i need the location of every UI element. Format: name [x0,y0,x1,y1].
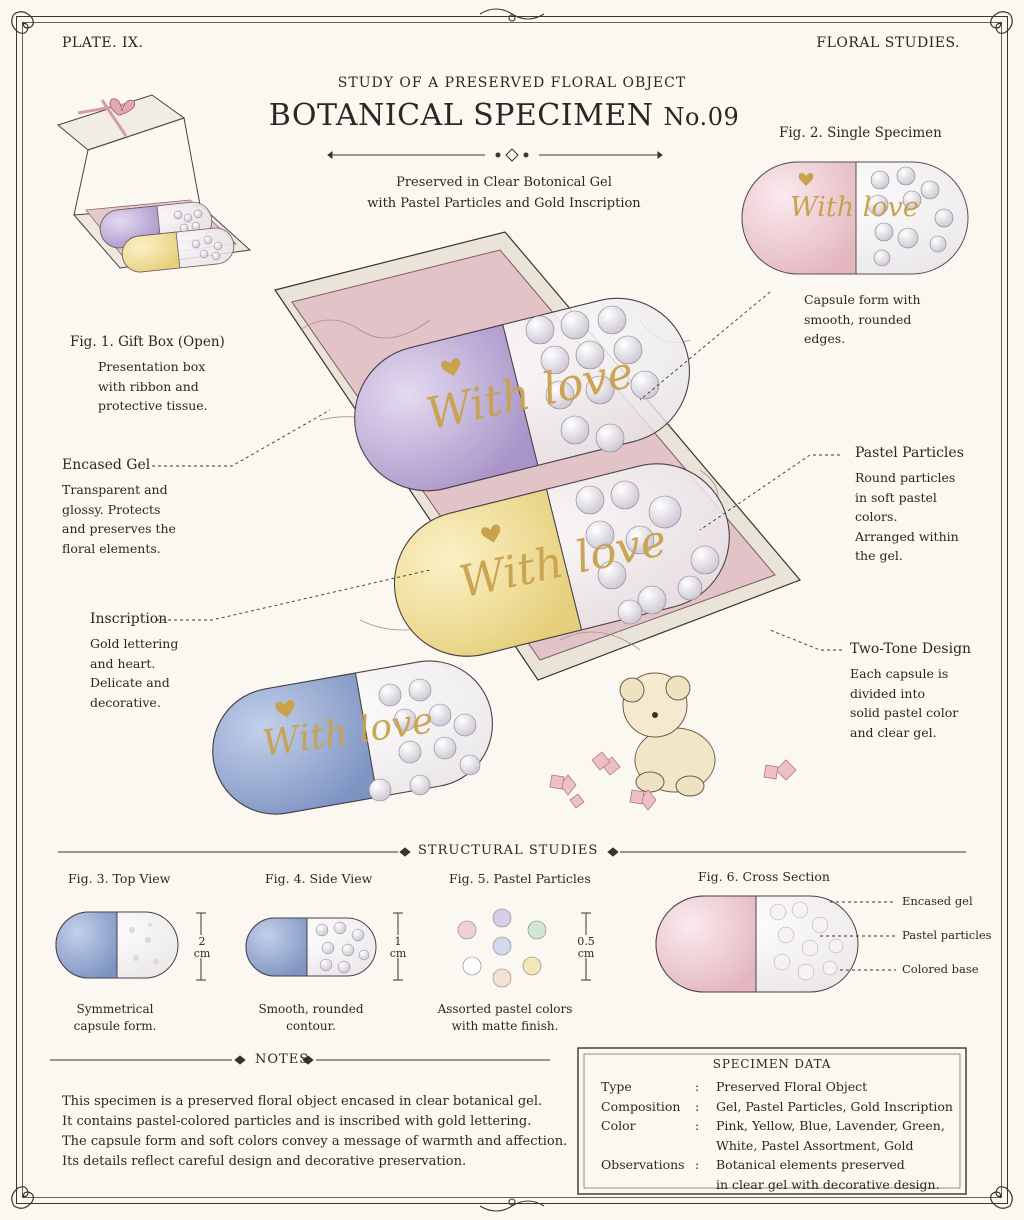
fig6-leaders [820,901,896,971]
notes-body: This specimen is a preserved floral obje… [62,1092,567,1172]
specimen-data-keys: Type Composition Color Observations [601,1079,685,1172]
fig1-title: Fig. 1. Gift Box (Open) [70,334,225,350]
structural-heading: STRUCTURAL STUDIES [418,843,599,858]
fig5-title: Fig. 5. Pastel Particles [449,871,591,886]
subtitle-line: Preserved in Clear Botonical Gel [396,175,612,190]
inscription-pink: With love [790,192,919,223]
notes-line: It contains pastel-colored particles and… [62,1114,532,1129]
fig4-title: Fig. 4. Side View [265,871,373,886]
fig4-dimension [393,912,403,981]
callout-pastel-particles-title: Pastel Particles [855,445,964,461]
fig6-label-base: Colored base [902,962,979,976]
fig6-label-particles: Pastel particles [902,928,992,942]
plate-label: PLATE. IX. [62,35,144,51]
single-specimen-illustration [741,161,969,275]
fig6-cross-section [655,895,859,993]
subtitle-line: with Pastel Particles and Gold Inscripti… [367,196,641,211]
callout-encased-gel-title: Encased Gel [62,457,151,473]
fig6-label-gel: Encased gel [902,894,973,908]
notes-line: Its details reflect careful design and d… [62,1154,467,1169]
corner-ornament-top-right [990,11,1013,34]
flower-petals [549,751,797,811]
corner-ornament-bottom-right [990,1186,1013,1209]
title-text: BOTANICAL SPECIMEN [268,98,654,133]
notes-divider [50,1055,550,1065]
corner-ornament-top-left [11,11,34,34]
notes-line: The capsule form and soft colors convey … [62,1134,568,1149]
callout-two-tone-title: Two-Tone Design [850,641,972,657]
bottom-center-ornament [479,1198,545,1212]
top-center-ornament [479,8,545,22]
fig4-side-view [245,917,377,977]
puppy-figurine [619,672,716,797]
corner-ornament-bottom-left [11,1186,34,1209]
structural-divider [58,847,966,857]
specimen-data-frame [577,1047,967,1195]
header-kicker: STUDY OF A PRESERVED FLORAL OBJECT [337,75,687,91]
outer-frame [16,16,1008,1204]
lavender-particles [525,305,660,453]
leader-lines [152,291,842,651]
header-subtitle: Preserved in Clear Botonical Gel with Pa… [0,172,1008,214]
callout-inscription-title: Inscription [90,611,168,627]
title-divider [327,148,663,162]
inner-frame [22,22,1002,1198]
specimen-data-heading: SPECIMEN DATA [712,1057,832,1071]
fig3-title: Fig. 3. Top View [68,871,171,886]
gift-box-illustration [56,94,252,273]
yellow-particles [575,480,720,625]
specimen-data-separators: : : : : [695,1079,700,1172]
page-title: BOTANICAL SPECIMEN No.09 [0,98,1008,133]
notes-line: This specimen is a preserved floral obje… [62,1094,543,1109]
blue-particles [368,678,481,802]
title-number: No.09 [663,103,740,131]
fig3-dimension [196,912,206,981]
notes-heading: NOTES [255,1052,310,1067]
fig5-dimension [581,912,591,981]
fig5-particles [457,908,547,988]
series-label: FLORAL STUDIES. [816,35,960,51]
specimen-data-values: Preserved Floral Object Gel, Pastel Part… [716,1079,953,1192]
fig2-title: Fig. 2. Single Specimen [779,125,942,141]
fig3-top-view [55,911,179,979]
fig6-title: Fig. 6. Cross Section [698,869,830,884]
